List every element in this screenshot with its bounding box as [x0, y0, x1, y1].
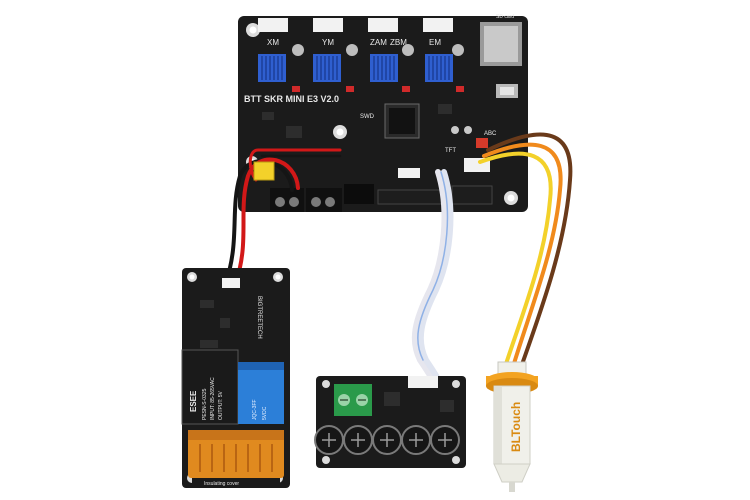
- bltouch-probe: BLTouch: [486, 361, 538, 492]
- silk-label: XM: [267, 38, 279, 47]
- power-terminal: [270, 188, 304, 212]
- stepper-heatsink: [258, 54, 286, 82]
- psu-text: PESN-S-0325: [202, 388, 208, 420]
- green-terminal: [334, 384, 372, 416]
- insulating-cover: Insulating cover: [188, 430, 284, 487]
- relay-text: 5VDC: [262, 406, 268, 420]
- board-name: BTT SKR MINI E3 V2.0: [244, 94, 339, 104]
- wire-harness: [224, 132, 573, 387]
- psu-brand: ESEE: [189, 390, 198, 412]
- relay-text: JQC-3FF: [252, 399, 258, 420]
- sd-slot-label: SD card: [496, 14, 514, 20]
- psu-text: INPUT: 85-265VAC: [210, 377, 216, 420]
- relay: JQC-3FF 5VDC: [238, 362, 284, 424]
- capacitor-row: [314, 425, 460, 455]
- power-terminal: [306, 188, 342, 212]
- silk-label: YM: [322, 38, 334, 47]
- silk-label: EM: [429, 38, 441, 47]
- stepper-heatsink: [370, 54, 398, 82]
- silk-label: TFT: [445, 148, 456, 154]
- psu-text: OUTPUT: 5V: [218, 390, 224, 420]
- relay-module: BIGTREETECH ESEE PESN-S-0325 INPUT: 85-2…: [181, 268, 290, 488]
- mosfet-module: [314, 376, 466, 468]
- silk-label: SWD: [360, 114, 375, 120]
- silk-label: ABC: [484, 131, 497, 137]
- silk-label: ZAM: [370, 38, 387, 47]
- probe-label: BLTouch: [509, 402, 523, 452]
- mainboard: SD card XM YM ZAM ZBM EM: [238, 14, 528, 212]
- stepper-heatsink: [313, 54, 341, 82]
- module-brand: BIGTREETECH: [256, 296, 262, 339]
- cover-label: Insulating cover: [204, 481, 239, 487]
- power-supply-module: ESEE PESN-S-0325 INPUT: 85-265VAC OUTPUT…: [181, 349, 239, 425]
- stepper-heatsink: [425, 54, 453, 82]
- silk-label: ZBM: [390, 38, 407, 47]
